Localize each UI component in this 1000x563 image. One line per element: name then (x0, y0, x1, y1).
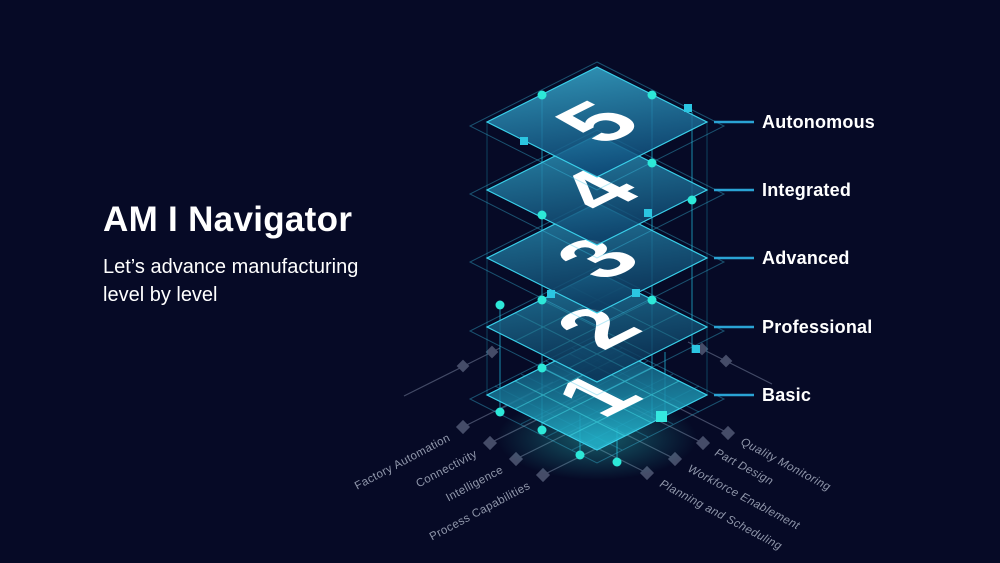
capability-node-square (720, 425, 736, 441)
subtitle-line-1: Let’s advance manufacturing (103, 256, 359, 278)
title-block: AM I Navigator Let’s advance manufacturi… (103, 200, 358, 309)
capability-node-square (695, 435, 711, 451)
level-label-basic: Basic (762, 385, 811, 405)
level-label-integrated: Integrated (762, 180, 851, 200)
level-label-autonomous: Autonomous (762, 112, 875, 132)
node-squares (520, 104, 700, 422)
capability-label-process-capabilities: Process Capabilities (428, 480, 533, 543)
level-plane-3 (485, 202, 709, 314)
level-wireframe-5 (468, 61, 726, 191)
level-wireframe-3 (468, 197, 726, 327)
deco-node-square (485, 345, 499, 359)
capability-node-square (482, 435, 498, 451)
level-wireframe-2 (468, 266, 726, 396)
level-group-5: 5 (468, 61, 726, 191)
level-label-advanced: Advanced (762, 248, 850, 268)
deco-node-square (456, 359, 470, 373)
level-leaders: Autonomous Integrated Advanced Professio… (714, 112, 875, 405)
level-label-professional: Professional (762, 317, 872, 337)
node-dots (495, 90, 697, 467)
capability-node-square (455, 419, 471, 435)
deco-node-square (719, 354, 733, 368)
capability-label-factory-automation: Factory Automation (353, 432, 452, 492)
level-wireframe-1 (468, 334, 726, 464)
page-title: AM I Navigator (103, 200, 353, 239)
level-group-3: 3 (468, 197, 726, 327)
level-wireframe-4 (468, 129, 726, 259)
subtitle-line-2: level by level (103, 283, 218, 306)
page-subtitle: Let’s advance manufacturing level by lev… (103, 254, 358, 309)
